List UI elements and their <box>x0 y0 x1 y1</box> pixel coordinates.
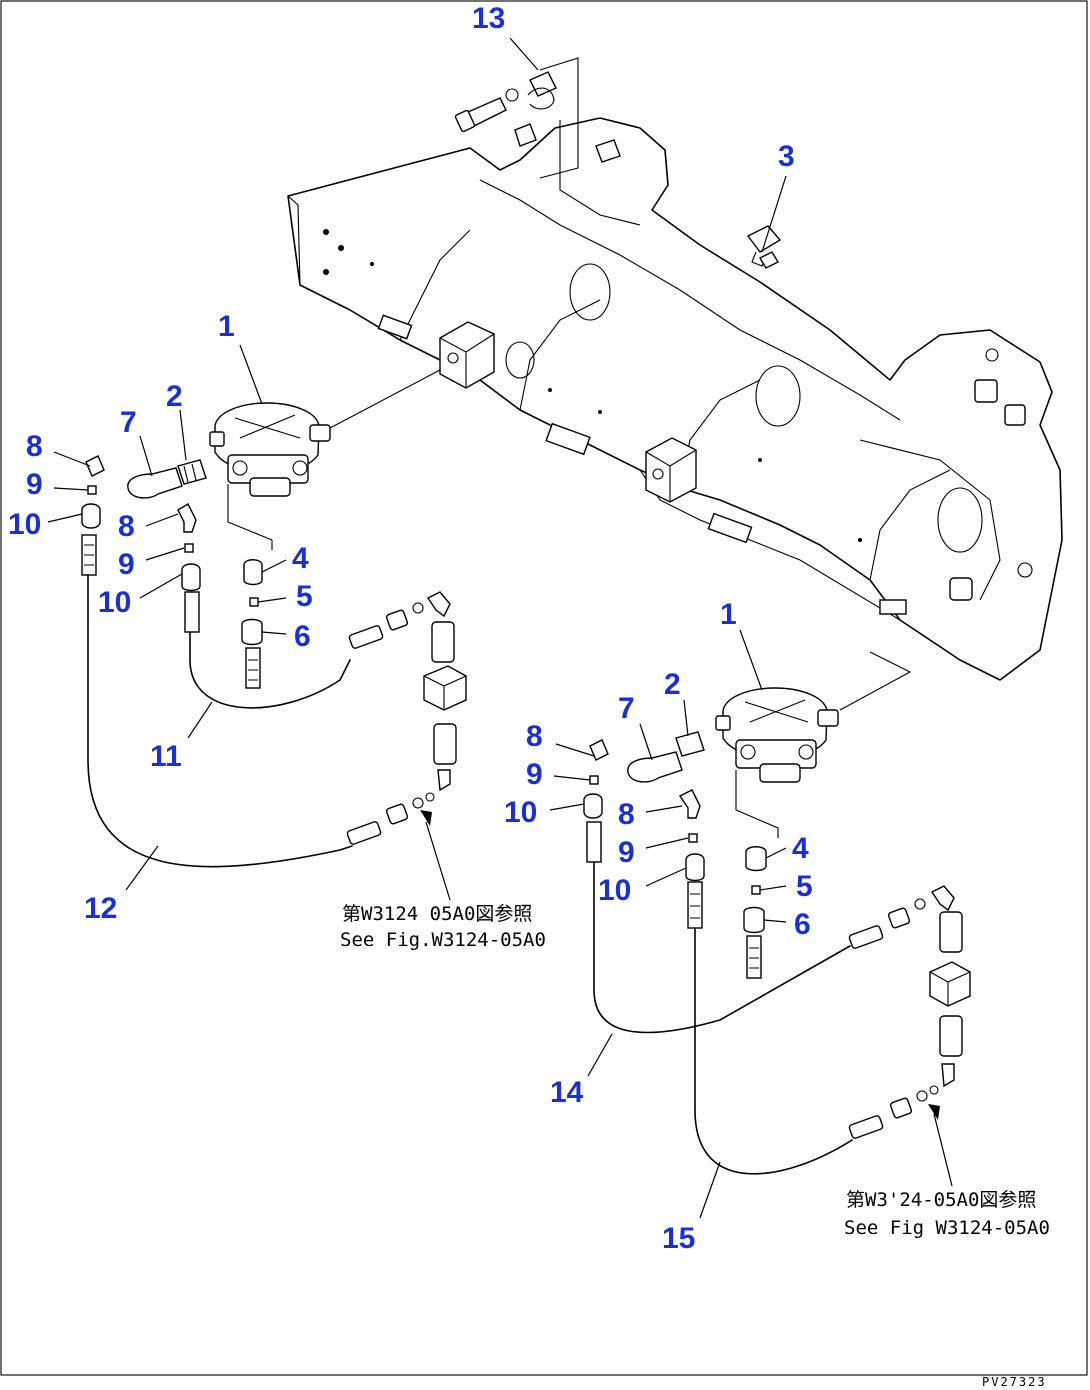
fitting-2-upper <box>177 459 207 485</box>
callout-8-lower-mid: 8 <box>618 798 635 831</box>
reference-note-lower: 第W3'24-05A0図参照 See Fig W3124-05A0 <box>844 1189 1050 1239</box>
hose-14 <box>593 861 851 1034</box>
reference-note-upper-jp: 第W3124 05A0図参照 <box>342 903 532 925</box>
callout-9-lower-mid: 9 <box>618 836 635 869</box>
leader-lines <box>47 37 787 1219</box>
callout-8-upper-left: 8 <box>26 430 43 463</box>
drawing-code: PV27323 <box>982 1375 1047 1389</box>
callout-13: 13 <box>472 2 505 35</box>
callout-8-upper-mid: 8 <box>118 510 135 543</box>
callout-10-lower-left: 10 <box>504 796 537 829</box>
callout-4-upper: 4 <box>292 542 309 575</box>
callout-4-lower: 4 <box>792 832 809 865</box>
callout-14: 14 <box>550 1076 584 1109</box>
mounting-block-upper <box>439 321 495 389</box>
callout-2-upper: 2 <box>166 380 183 413</box>
callout-3: 3 <box>778 140 795 173</box>
connector-group-lower <box>848 885 971 1187</box>
mounting-block-lower <box>645 437 697 503</box>
clip-3 <box>746 225 782 269</box>
callout-11: 11 <box>150 740 182 773</box>
callout-9-upper-left: 9 <box>26 468 43 501</box>
callout-1-lower: 1 <box>720 598 737 631</box>
callout-9-lower-left: 9 <box>526 758 543 791</box>
fittings-8-9-10-lower-left <box>583 739 609 863</box>
callout-10-upper-mid: 10 <box>98 586 131 619</box>
reference-note-lower-jp: 第W3'24-05A0図参照 <box>846 1189 1036 1211</box>
reference-note-upper: 第W3124 05A0図参照 See Fig.W3124-05A0 <box>340 903 546 951</box>
callout-6-upper: 6 <box>294 620 311 653</box>
callout-5-lower: 5 <box>796 870 813 903</box>
fittings-8-9-10-lower-mid <box>678 789 705 929</box>
bolt-bracket-13 <box>454 57 621 179</box>
valve-lower <box>715 651 912 838</box>
fittings-4-5-6-upper <box>241 559 263 689</box>
fitting-2-lower <box>675 731 705 757</box>
callout-8-lower-left: 8 <box>526 720 543 753</box>
callout-15: 15 <box>662 1222 695 1255</box>
callout-9-upper-mid: 9 <box>118 548 135 581</box>
elbow-7-lower <box>627 751 683 783</box>
reference-note-lower-en: See Fig W3124-05A0 <box>844 1217 1050 1239</box>
callout-labels: 13 3 1 2 7 8 9 10 8 9 10 4 5 6 11 12 1 2… <box>8 2 813 1255</box>
hose-12 <box>87 574 353 868</box>
fittings-8-9-10-upper-left <box>81 455 105 576</box>
hose-15 <box>694 927 853 1175</box>
callout-12: 12 <box>84 892 117 925</box>
callout-6-lower: 6 <box>794 908 811 941</box>
callout-7-lower: 7 <box>618 692 635 725</box>
elbow-7-upper <box>127 467 183 499</box>
callout-10-lower-mid: 10 <box>598 874 631 907</box>
valve-upper <box>209 369 441 550</box>
callout-5-upper: 5 <box>296 580 313 613</box>
callout-7-upper: 7 <box>120 406 137 439</box>
hose-11 <box>189 631 351 709</box>
chassis-frame <box>287 117 1063 681</box>
callout-2-lower: 2 <box>664 668 681 701</box>
fittings-4-5-6-lower <box>743 846 767 979</box>
callout-1-upper: 1 <box>218 310 235 343</box>
connector-group-upper <box>346 591 467 901</box>
fittings-8-9-10-upper-mid <box>177 503 201 633</box>
callout-10-upper-left: 10 <box>8 508 41 541</box>
reference-note-upper-en: See Fig.W3124-05A0 <box>340 929 546 951</box>
